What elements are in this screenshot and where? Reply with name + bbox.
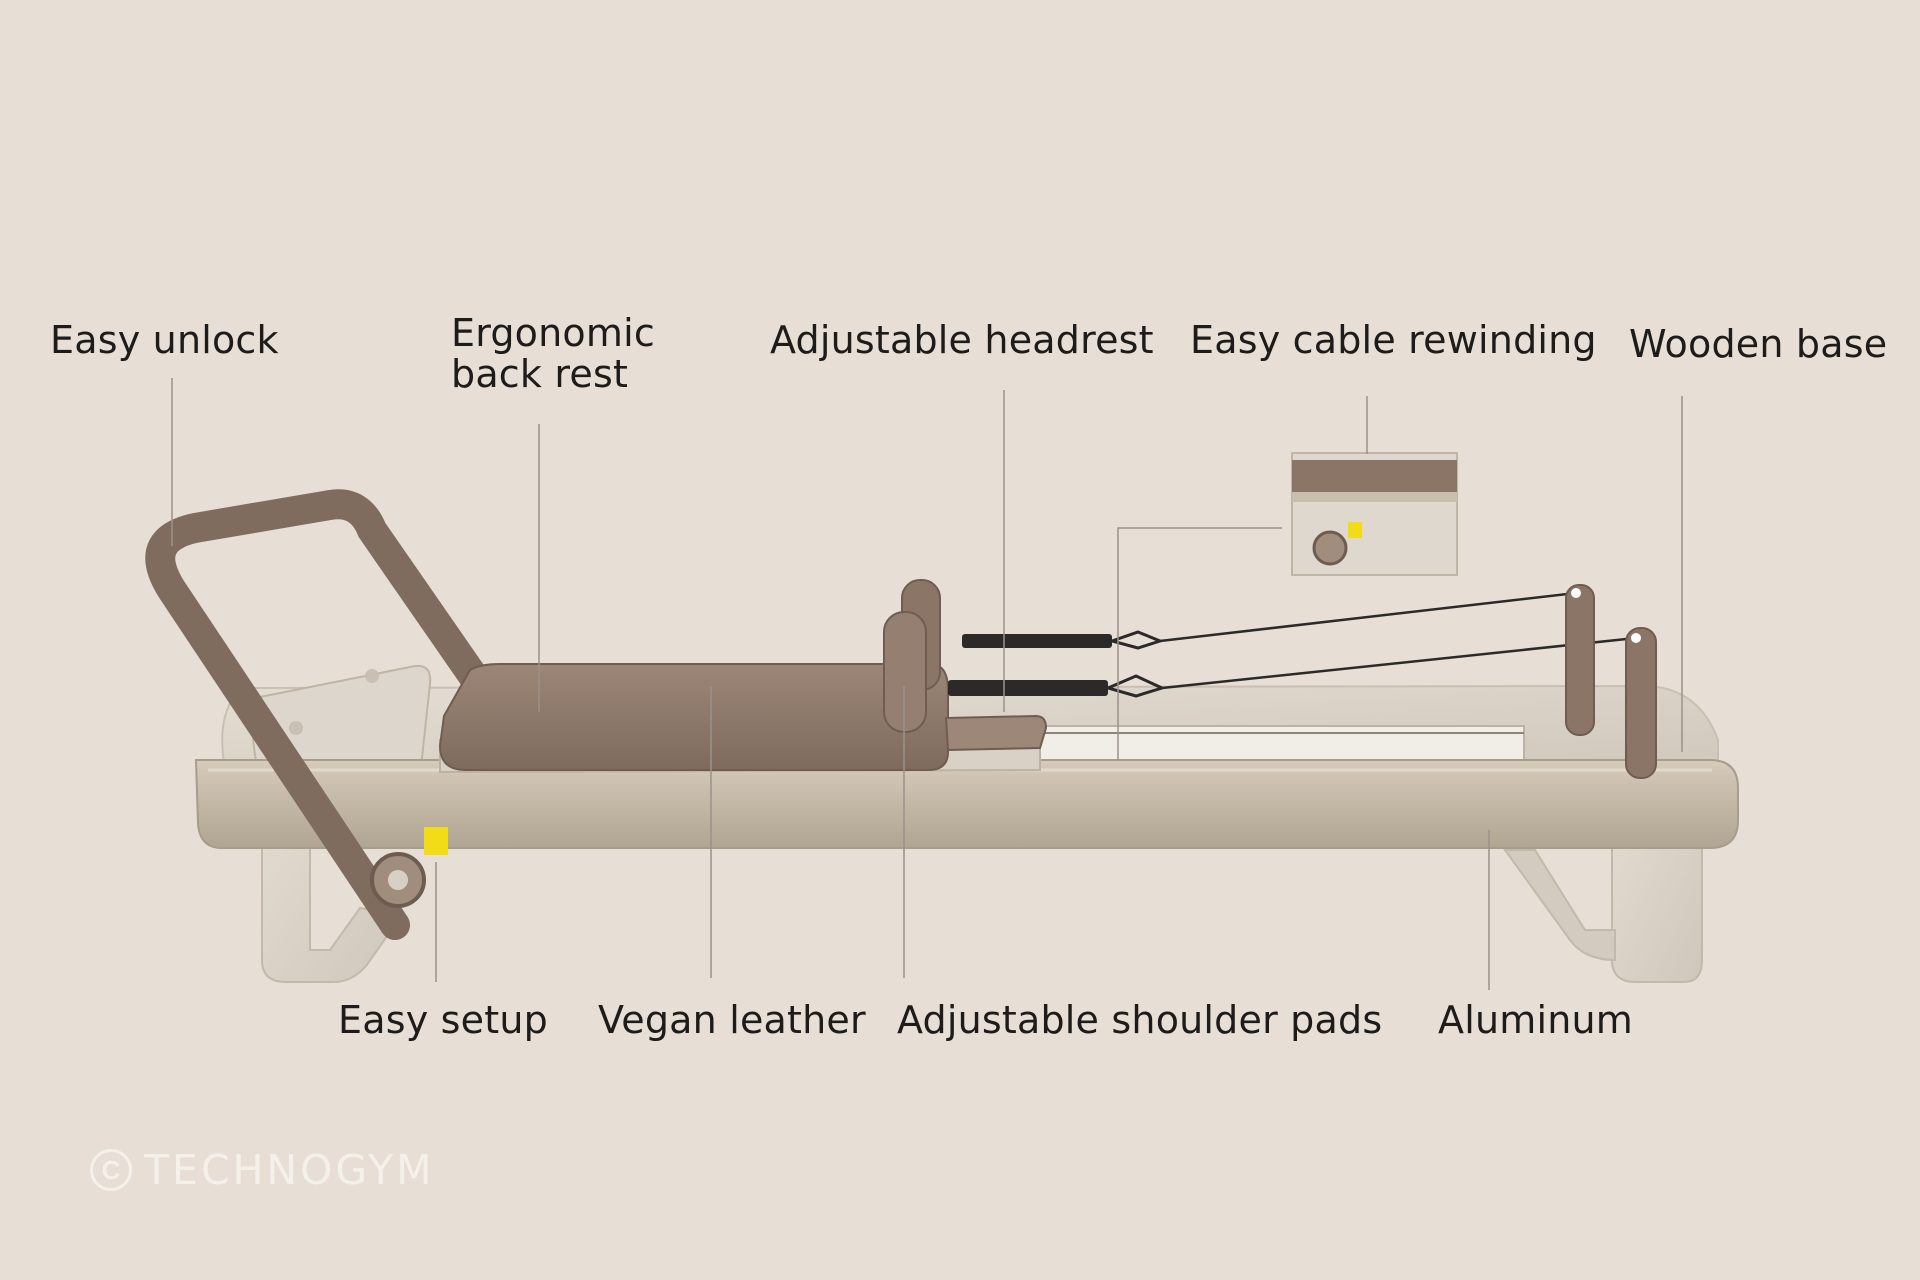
callout-easy-unlock: Easy unlock <box>50 318 279 362</box>
callout-easy-setup: Easy setup <box>338 998 548 1042</box>
rope-upper <box>1159 591 1577 643</box>
shoulder-pad-front <box>883 611 927 733</box>
leader-lines <box>171 378 1683 990</box>
copyright-icon: C <box>90 1149 132 1191</box>
riser-post-rear <box>1565 584 1595 736</box>
callout-wooden-base: Wooden base <box>1629 322 1888 366</box>
callout-ergonomic-back-rest: Ergonomic back rest <box>451 311 655 396</box>
callout-easy-cable-rewinding: Easy cable rewinding <box>1190 318 1597 362</box>
headrest <box>944 714 1048 752</box>
callout-adjustable-headrest: Adjustable headrest <box>770 318 1154 362</box>
riser-post-front <box>1625 627 1657 779</box>
brand-name: TECHNOGYM <box>144 1146 435 1194</box>
rear-leg-strut <box>1503 849 1616 962</box>
callout-adjustable-shoulder-pads: Adjustable shoulder pads <box>897 998 1383 1042</box>
back-rest-pad <box>438 663 949 771</box>
unlock-latch <box>424 827 448 855</box>
foot-bar <box>145 489 493 940</box>
callout-vegan-leather: Vegan leather <box>598 998 866 1042</box>
technogym-watermark: C TECHNOGYM <box>90 1146 435 1194</box>
strap-lower <box>948 680 1108 696</box>
aluminum-frame <box>194 759 1739 849</box>
callout-aluminum: Aluminum <box>1438 998 1633 1042</box>
strap-upper <box>962 634 1112 648</box>
rope-lower <box>1161 636 1637 690</box>
